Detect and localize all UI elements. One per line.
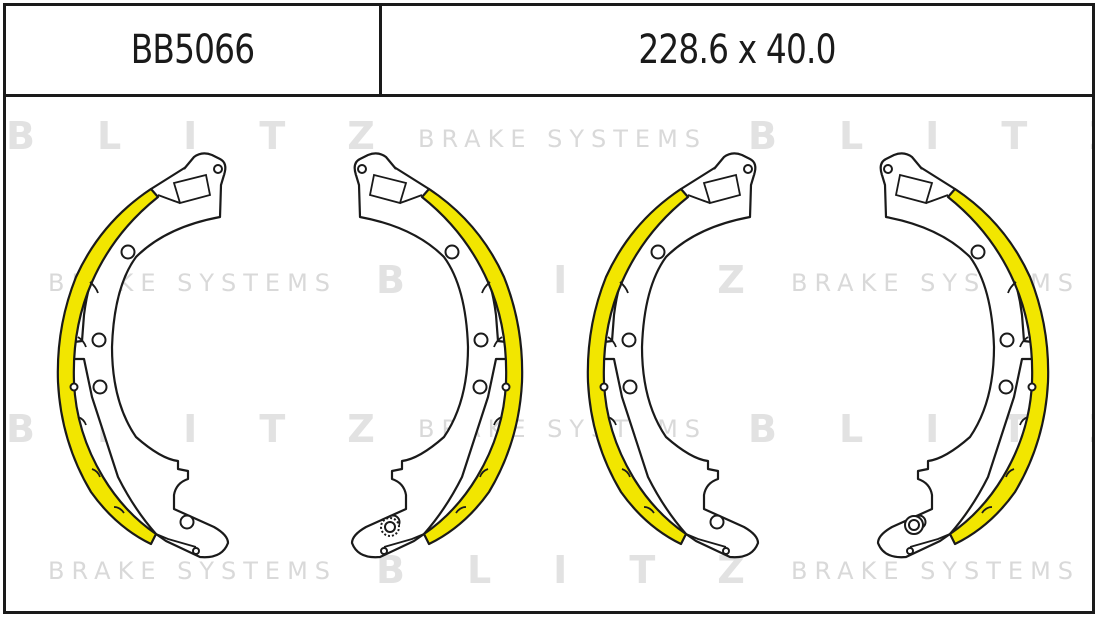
watermark-subtitle: BRAKE SYSTEMS: [48, 557, 337, 585]
brake-shoe-3: [586, 152, 760, 559]
watermark-subtitle: BRAKE SYSTEMS: [418, 125, 707, 153]
watermark-layer: BLITZ BRAKE SYSTEMS BLITZ BRAKE SYSTEMS …: [6, 114, 1092, 592]
brake-shoe-1: [56, 152, 230, 559]
watermark-logo: BLITZ: [376, 258, 807, 302]
dimensions: 228.6 x 40.0: [638, 27, 836, 73]
part-number: BB5066: [130, 27, 255, 73]
brake-shoe-2: [350, 152, 524, 559]
header-divider: [379, 6, 382, 94]
watermark-subtitle: BRAKE SYSTEMS: [791, 557, 1080, 585]
watermark-logo: BLITZ: [376, 548, 807, 592]
watermark-logo: BLITZ: [748, 114, 1092, 158]
header-table: BB5066 228.6 x 40.0: [6, 6, 1092, 97]
brake-shoe-4: [876, 152, 1050, 559]
watermark-logo: BLITZ: [6, 114, 437, 158]
brake-shoes-drawing: BLITZ BRAKE SYSTEMS BLITZ BRAKE SYSTEMS …: [6, 114, 1092, 592]
product-sheet: BB5066 228.6 x 40.0 BLITZ BRAKE SYSTEMS …: [3, 3, 1095, 614]
